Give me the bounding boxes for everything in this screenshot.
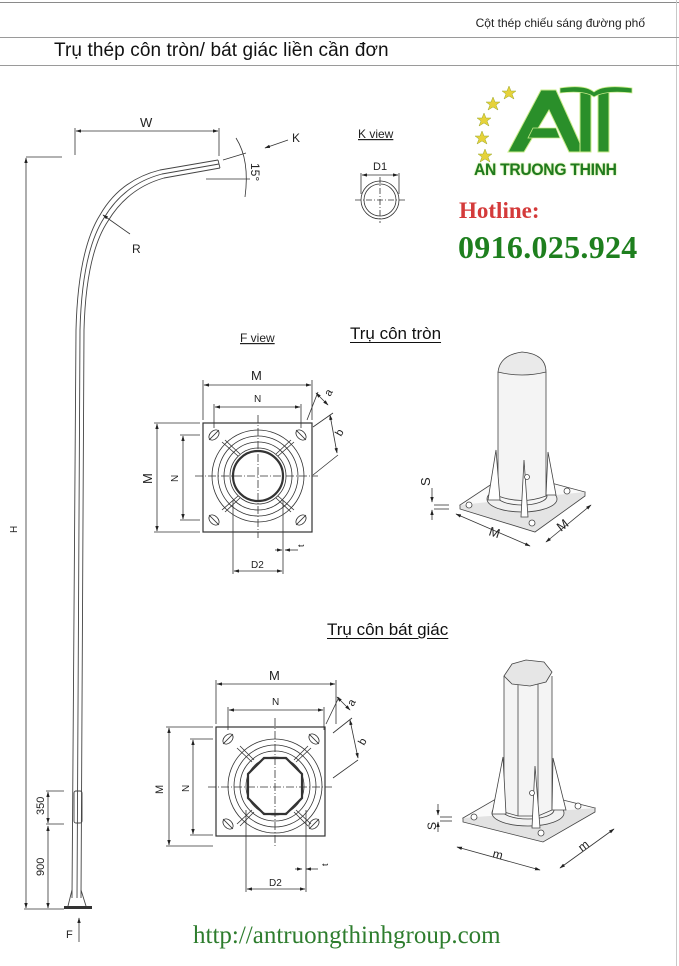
octagon-base-plan <box>166 680 359 892</box>
octagon-dim-a: a <box>345 696 359 708</box>
round-dim-a: a <box>322 386 336 398</box>
octagon-dim-n-left: N <box>181 785 192 792</box>
round-dim-t: t <box>296 544 306 547</box>
f-arrow-label: F <box>66 929 73 941</box>
round-dim-b: b <box>333 427 346 438</box>
frame-top-border <box>0 2 679 3</box>
dim-door-base <box>46 790 64 909</box>
round-iso-dims <box>430 488 592 547</box>
pole-elevation <box>64 159 221 909</box>
octagon-iso-dims <box>436 804 615 871</box>
logo-letter-t2 <box>597 91 610 153</box>
round-dim-m-left: M <box>140 473 155 484</box>
section-title-round: Trụ côn tròn <box>350 324 442 343</box>
angle-indicator <box>206 137 250 198</box>
angle-label: 15° <box>248 163 262 181</box>
round-iso-s: S <box>418 477 433 486</box>
octagon-iso-s: S <box>425 822 439 830</box>
octagon-dim-t: t <box>320 863 330 866</box>
section-title-octagon: Trụ côn bát giác <box>327 620 449 639</box>
radius-leader <box>102 214 131 235</box>
octagon-dim-m-left: M <box>154 785 166 794</box>
title-divider <box>0 65 679 66</box>
k-view-d1-label: D1 <box>373 161 387 173</box>
round-base-isometric <box>459 351 586 533</box>
f-view-title: F view <box>240 331 275 345</box>
radius-label: R <box>132 242 141 256</box>
octagon-iso-m1: m <box>491 846 504 862</box>
logo-letter-a <box>507 89 585 153</box>
octagon-dim-b: b <box>356 736 369 747</box>
k-view-title: K view <box>358 127 394 141</box>
dim-h-label: H <box>9 526 20 533</box>
dim-base-label: 900 <box>35 858 47 876</box>
round-base-plan <box>154 380 339 574</box>
website-link[interactable]: http://antruongthinhgroup.com <box>193 922 501 949</box>
octagon-dim-m-top: M <box>269 668 280 683</box>
star-icon <box>474 85 517 163</box>
octagon-dim-d2: D2 <box>269 878 282 889</box>
logo-letter-t1 <box>579 91 592 153</box>
logo-lamp-arm <box>559 86 633 98</box>
k-view-drawing <box>355 173 405 223</box>
round-iso-m1: M <box>487 524 502 542</box>
hotline-label: Hotline: <box>459 198 540 223</box>
round-dim-n-left: N <box>170 475 181 482</box>
hotline-number[interactable]: 0916.025.924 <box>458 229 638 265</box>
round-dim-n-top: N <box>254 394 261 405</box>
header-divider <box>0 37 679 38</box>
octagon-base-isometric <box>461 659 597 843</box>
k-arrow-label: K <box>292 131 300 145</box>
dim-door-label: 350 <box>35 797 47 815</box>
dim-h <box>24 156 64 910</box>
octagon-iso-m2: m <box>575 837 591 854</box>
octagon-dim-n-top: N <box>272 697 279 708</box>
page-title: Trụ thép côn tròn/ bát giác liền cần đơn <box>54 40 389 61</box>
brand-logo <box>474 85 633 163</box>
dim-w-label: W <box>140 115 153 130</box>
round-iso-m2: M <box>554 516 572 534</box>
brand-name: AN TRUONG THINH <box>474 160 617 179</box>
document-caption: Cột thép chiếu sáng đường phố <box>475 16 645 30</box>
round-dim-d2: D2 <box>251 560 264 571</box>
frame-right-border <box>676 0 677 966</box>
dim-w <box>74 128 220 156</box>
round-dim-m-top: M <box>251 368 262 383</box>
k-view-arrow <box>264 139 289 149</box>
